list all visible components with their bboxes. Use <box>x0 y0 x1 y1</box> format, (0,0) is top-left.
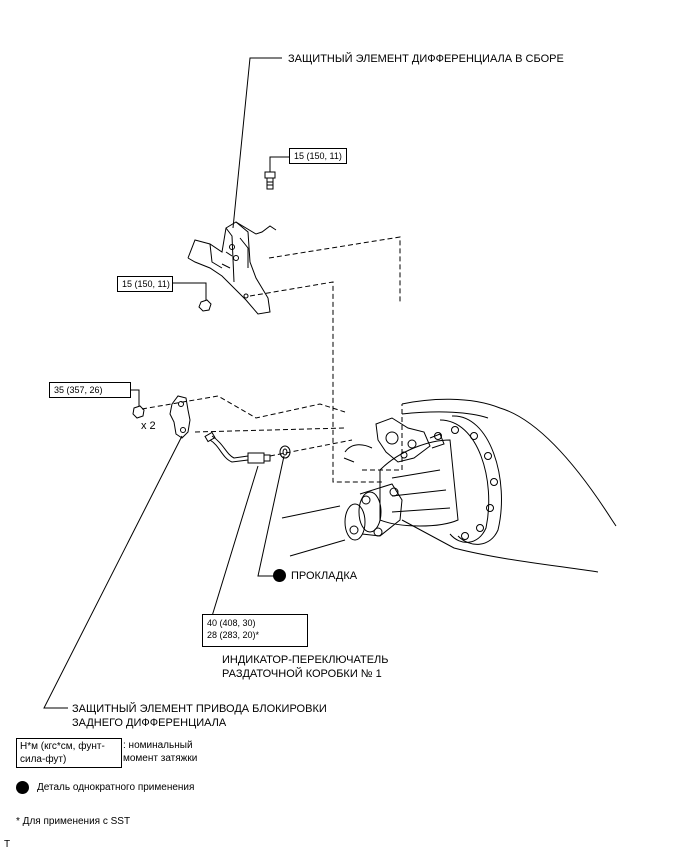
legend-single-use-text: Деталь однократного применения <box>37 782 195 793</box>
label-rear-guard-line2: ЗАДНЕГО ДИФФЕРЕНЦИАЛА <box>72 717 227 729</box>
corner-mark: T <box>4 839 11 850</box>
torque-bolt-top: 15 (150, 11) <box>289 148 347 164</box>
label-rear-lock-guard: ЗАЩИТНЫЙ ЭЛЕМЕНТ ПРИВОДА БЛОКИРОВКИ ЗАДН… <box>72 702 327 730</box>
label-gasket: ПРОКЛАДКА <box>291 570 358 582</box>
label-indicator-line2: РАЗДАТОЧНОЙ КОРОБКИ № 1 <box>222 668 382 680</box>
legend-unit-description: : номинальный момент затяжки <box>123 739 197 765</box>
rear-guard-drawing <box>169 395 191 439</box>
leader-rear-guard <box>43 435 183 709</box>
single-use-mark-gasket <box>273 569 286 582</box>
leader-nut-guard <box>173 282 207 300</box>
legend-single-use-mark <box>16 781 29 794</box>
gasket-drawing <box>279 445 291 459</box>
alignment-lines <box>141 236 403 483</box>
legend-sst-note: * Для применения с SST <box>16 816 131 827</box>
bolt-top-drawing <box>264 171 276 190</box>
torque-switch: 40 (408, 30) 28 (283, 20)* <box>202 614 308 647</box>
leader-guard-assembly <box>232 57 282 229</box>
torque-switch-line1: 40 (408, 30) <box>207 618 256 628</box>
leader-bolt-top <box>269 156 289 172</box>
legend-unit-desc-line2: момент затяжки <box>123 753 198 764</box>
legend-unit-box: Н*м (кгс*см, фунт- сила-фут) <box>16 738 122 768</box>
leader-switch <box>202 465 259 627</box>
nut-rear-drawing <box>132 405 145 419</box>
label-x2: x 2 <box>141 420 156 432</box>
leader-nut-rear <box>131 389 140 406</box>
torque-switch-line2: 28 (283, 20)* <box>207 630 260 640</box>
label-guard-assembly: ЗАЩИТНЫЙ ЭЛЕМЕНТ ДИФФЕРЕНЦИАЛА В СБОРЕ <box>288 53 564 65</box>
nut-guard-drawing <box>198 299 212 312</box>
vehicle-body-outline <box>401 398 617 527</box>
propeller-shaft-drawing <box>281 483 599 573</box>
torque-nut-rear: 35 (357, 26) <box>49 382 131 398</box>
label-rear-guard-line1: ЗАЩИТНЫЙ ЭЛЕМЕНТ ПРИВОДА БЛОКИРОВКИ <box>72 703 327 715</box>
legend-unit-line1: Н*м (кгс*см, фунт- <box>20 741 105 752</box>
differential-housing-drawing <box>343 415 502 545</box>
leader-gasket <box>257 455 285 577</box>
label-indicator-line1: ИНДИКАТОР-ПЕРЕКЛЮЧАТЕЛЬ <box>222 654 389 666</box>
legend-unit-desc-line1: : номинальный <box>123 740 193 751</box>
label-indicator-switch: ИНДИКАТОР-ПЕРЕКЛЮЧАТЕЛЬ РАЗДАТОЧНОЙ КОРО… <box>222 653 388 681</box>
indicator-switch-drawing <box>204 431 271 464</box>
legend-unit-line2: сила-фут) <box>20 754 67 765</box>
guard-assembly-drawing <box>187 221 277 315</box>
torque-nut-guard: 15 (150, 11) <box>117 276 173 292</box>
